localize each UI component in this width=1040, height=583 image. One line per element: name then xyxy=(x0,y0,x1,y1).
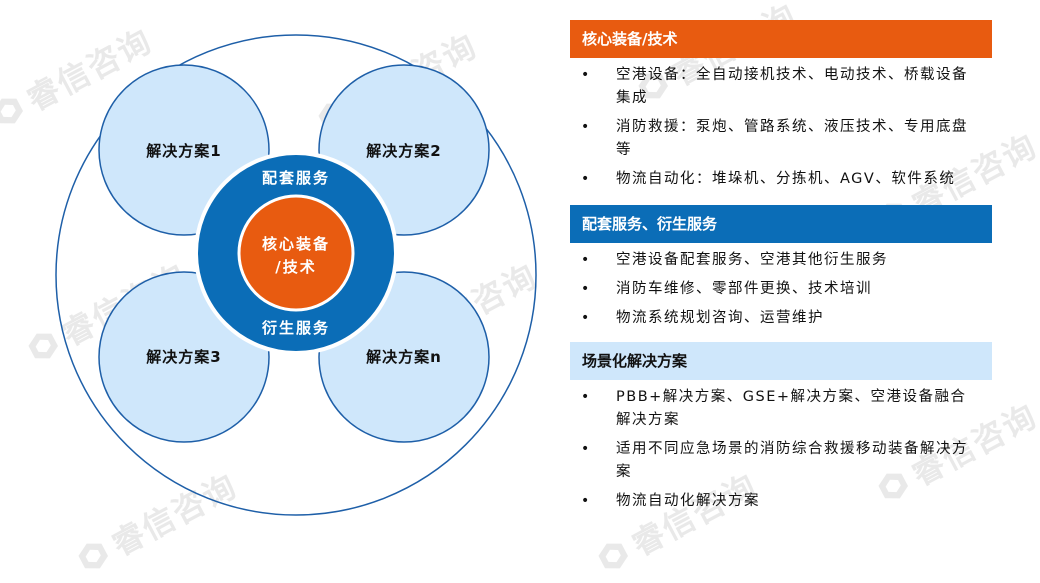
description-panel: 核心装备/技术 • 空港设备：全自动接机技术、电动技术、桥载设备集成 • 消防救援：… xyxy=(570,20,992,519)
bullet-icon: • xyxy=(581,171,591,187)
section-scenario: 场景化解决方案 • PBB+解决方案、GSE+解决方案、空港设备融合解决方案 • 适… xyxy=(570,342,992,513)
list-item: • 物流自动化解决方案 xyxy=(570,490,992,513)
solution-diagram: 解决方案1 解决方案2 解决方案3 解决方案n 配套服务 衍生服务 核心装备 /… xyxy=(55,34,537,516)
bullet-icon: • xyxy=(581,493,591,509)
section-service: 配套服务、衍生服务 • 空港设备配套服务、空港其他衍生服务 • 消防车维修、零部件更… xyxy=(570,205,992,330)
list-item-text: 消防车维修、零部件更换、技术培训 xyxy=(616,281,872,297)
list-item-text: 空港设备配套服务、空港其他衍生服务 xyxy=(616,252,888,268)
bullet-list-core: • 空港设备：全自动接机技术、电动技术、桥载设备集成 • 消防救援：泵炮、管路系统、… xyxy=(570,58,992,191)
list-item-text: 适用不同应急场景的消防综合救援移动装备解决方案 xyxy=(616,441,968,480)
solution-label-3: 解决方案3 xyxy=(146,348,221,366)
section-header-core: 核心装备/技术 xyxy=(570,20,992,58)
core-label-line2: /技术 xyxy=(275,258,316,276)
solution-label-n: 解决方案n xyxy=(366,348,442,366)
list-item: • 消防车维修、零部件更换、技术培训 xyxy=(570,278,992,301)
bullet-icon: • xyxy=(581,67,591,83)
list-item: • PBB+解决方案、GSE+解决方案、空港设备融合解决方案 xyxy=(570,386,992,432)
bullet-icon: • xyxy=(581,281,591,297)
solution-label-2: 解决方案2 xyxy=(366,142,441,160)
bullet-icon: • xyxy=(581,389,591,405)
core-label-line1: 核心装备 xyxy=(262,235,330,253)
section-header-scenario: 场景化解决方案 xyxy=(570,342,992,380)
list-item-text: 物流系统规划咨询、运营维护 xyxy=(616,310,824,326)
list-item-text: PBB+解决方案、GSE+解决方案、空港设备融合解决方案 xyxy=(616,389,967,428)
section-core: 核心装备/技术 • 空港设备：全自动接机技术、电动技术、桥载设备集成 • 消防救援：… xyxy=(570,20,992,191)
list-item: • 空港设备：全自动接机技术、电动技术、桥载设备集成 xyxy=(570,64,992,110)
bullet-icon: • xyxy=(581,252,591,268)
section-header-service: 配套服务、衍生服务 xyxy=(570,205,992,243)
list-item-text: 物流自动化：堆垛机、分拣机、AGV、软件系统 xyxy=(616,171,956,187)
bullet-list-scenario: • PBB+解决方案、GSE+解决方案、空港设备融合解决方案 • 适用不同应急场景的… xyxy=(570,380,992,513)
bullet-icon: • xyxy=(581,119,591,135)
outer-circle xyxy=(55,34,537,516)
ring-label-top: 配套服务 xyxy=(262,169,330,187)
core-circle xyxy=(237,194,355,312)
list-item-text: 消防救援：泵炮、管路系统、液压技术、专用底盘等 xyxy=(616,119,968,158)
list-item-text: 空港设备：全自动接机技术、电动技术、桥载设备集成 xyxy=(616,67,968,106)
list-item: • 消防救援：泵炮、管路系统、液压技术、专用底盘等 xyxy=(570,116,992,162)
list-item: • 空港设备配套服务、空港其他衍生服务 xyxy=(570,249,992,272)
bullet-list-service: • 空港设备配套服务、空港其他衍生服务 • 消防车维修、零部件更换、技术培训 • 物流… xyxy=(570,243,992,330)
bullet-icon: • xyxy=(581,310,591,326)
bullet-icon: • xyxy=(581,441,591,457)
list-item: • 物流自动化：堆垛机、分拣机、AGV、软件系统 xyxy=(570,168,992,191)
list-item-text: 物流自动化解决方案 xyxy=(616,493,760,509)
solution-label-1: 解决方案1 xyxy=(146,142,221,160)
ring-label-bottom: 衍生服务 xyxy=(261,319,330,337)
list-item: • 物流系统规划咨询、运营维护 xyxy=(570,307,992,330)
list-item: • 适用不同应急场景的消防综合救援移动装备解决方案 xyxy=(570,438,992,484)
